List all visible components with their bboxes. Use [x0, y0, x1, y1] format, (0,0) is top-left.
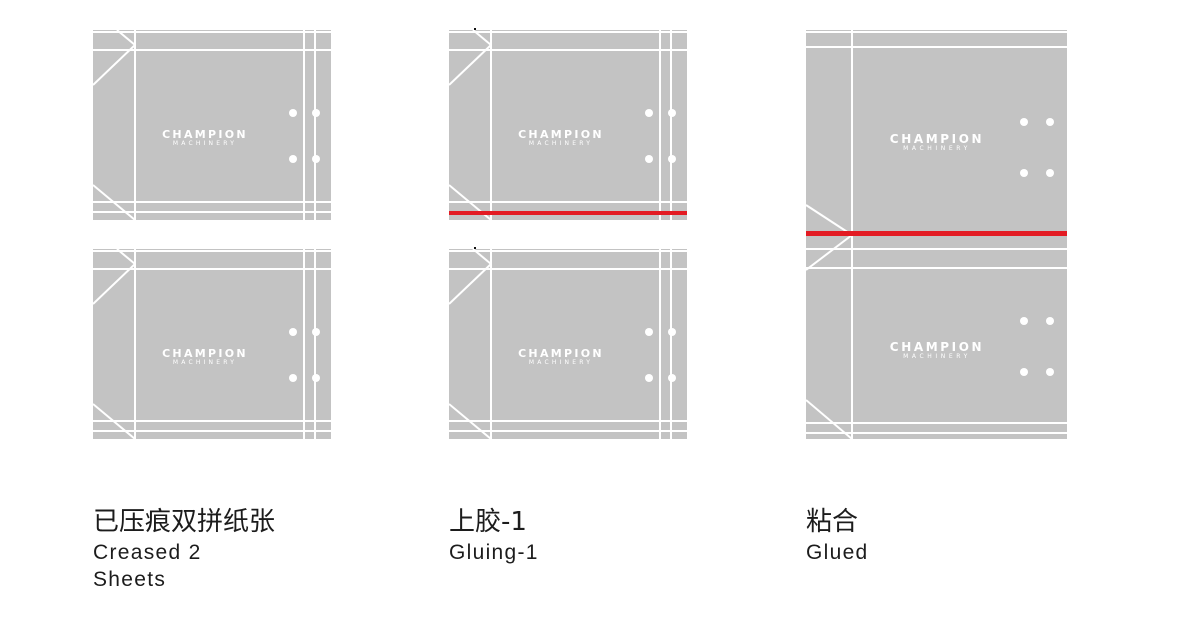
punch-hole	[645, 109, 653, 117]
punch-hole	[1020, 169, 1028, 177]
champion-logo: CHAMPION MACHINERY	[159, 348, 251, 366]
creased-sheet-top: CHAMPION MACHINERY	[93, 30, 331, 220]
step-1-title-en: Creased 2 Sheets	[93, 541, 202, 591]
step-2-caption: 上胶-1 Gluing-1	[449, 505, 539, 566]
logo-line-1: CHAMPION	[889, 132, 985, 146]
step-2-title-en: Gluing-1	[449, 541, 539, 564]
crease-lines	[806, 30, 1067, 439]
logo-line-1: CHAMPION	[518, 128, 604, 141]
punch-hole	[1046, 118, 1054, 126]
champion-logo: CHAMPION MACHINERY	[885, 341, 989, 360]
punch-hole	[668, 328, 676, 336]
logo-line-2: MACHINERY	[903, 145, 971, 152]
step-3-title-en: Glued	[806, 541, 869, 564]
punch-hole	[1046, 368, 1054, 376]
logo-line-2: MACHINERY	[903, 353, 971, 360]
crease-lines	[93, 249, 331, 439]
champion-logo: CHAMPION MACHINERY	[159, 129, 251, 147]
punch-hole	[312, 374, 320, 382]
punch-hole	[645, 155, 653, 163]
punch-hole	[312, 328, 320, 336]
punch-hole	[1046, 317, 1054, 325]
step-1-caption: 已压痕双拼纸张 Creased 2 Sheets	[93, 505, 275, 593]
punch-hole	[1020, 118, 1028, 126]
step-3-caption: 粘合 Glued	[806, 505, 869, 566]
punch-hole	[289, 328, 297, 336]
punch-hole	[645, 374, 653, 382]
champion-logo: CHAMPION MACHINERY	[885, 133, 989, 152]
logo-line-2: MACHINERY	[172, 140, 238, 147]
crease-lines	[93, 30, 331, 220]
glue-line	[806, 231, 1067, 236]
champion-logo: CHAMPION MACHINERY	[515, 129, 607, 147]
punch-hole	[1020, 368, 1028, 376]
punch-hole	[668, 109, 676, 117]
punch-hole	[312, 155, 320, 163]
logo-line-1: CHAMPION	[889, 340, 985, 354]
logo-line-1: CHAMPION	[162, 347, 248, 360]
punch-hole	[312, 109, 320, 117]
corner-mark	[474, 28, 476, 30]
step-1-title-zh: 已压痕双拼纸张	[93, 507, 276, 537]
glued-sheet: CHAMPION MACHINERY CHAMPION MACHINERY	[806, 30, 1067, 439]
champion-logo: CHAMPION MACHINERY	[515, 348, 607, 366]
punch-hole	[645, 328, 653, 336]
gluing-sheet-bottom: CHAMPION MACHINERY	[449, 249, 687, 439]
step-2-title-zh: 上胶-1	[449, 507, 527, 537]
punch-hole	[289, 109, 297, 117]
step-3-title-zh: 粘合	[806, 507, 859, 537]
crease-lines	[449, 249, 687, 439]
logo-line-2: MACHINERY	[528, 140, 594, 147]
logo-line-2: MACHINERY	[172, 359, 238, 366]
creased-sheet-bottom: CHAMPION MACHINERY	[93, 249, 331, 439]
logo-line-2: MACHINERY	[528, 359, 594, 366]
punch-hole	[668, 155, 676, 163]
logo-line-1: CHAMPION	[518, 347, 604, 360]
gluing-sheet-top: CHAMPION MACHINERY	[449, 30, 687, 220]
crease-lines	[449, 30, 687, 220]
punch-hole	[1020, 317, 1028, 325]
punch-hole	[289, 374, 297, 382]
logo-line-1: CHAMPION	[162, 128, 248, 141]
punch-hole	[289, 155, 297, 163]
corner-mark	[474, 247, 476, 249]
punch-hole	[668, 374, 676, 382]
punch-hole	[1046, 169, 1054, 177]
glue-line	[449, 211, 687, 215]
